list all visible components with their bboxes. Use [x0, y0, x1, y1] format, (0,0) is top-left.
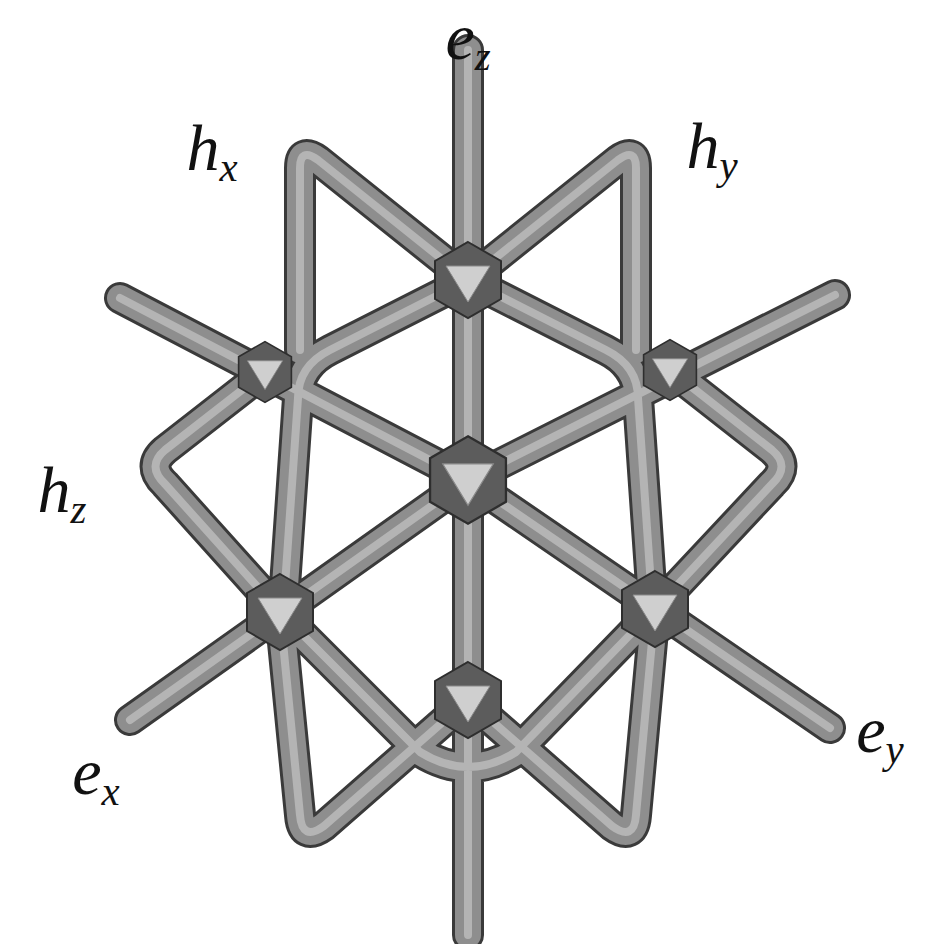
label-subscript: y [886, 727, 904, 772]
axis-label-box: ez [445, 4, 490, 70]
axis-label: ex [72, 735, 119, 808]
label-base: e [72, 735, 101, 808]
label-base: e [445, 0, 474, 73]
axis-label-box: ex [72, 739, 119, 805]
pipes [120, 50, 835, 935]
axis-label-box: hx [186, 115, 237, 181]
axis-label: hx [186, 111, 237, 184]
label-subscript: x [219, 145, 237, 190]
axis-label-box: hy [686, 113, 737, 179]
hubs [239, 242, 697, 738]
axis-label: hy [686, 109, 737, 182]
label-subscript: y [719, 143, 737, 188]
axis-label-box: hz [38, 457, 87, 523]
axis-label: ez [445, 0, 490, 73]
label-subscript: z [71, 487, 87, 532]
label-base: h [686, 109, 719, 182]
axis-label: ey [856, 693, 903, 766]
axis-label: hz [38, 453, 87, 526]
label-base: h [186, 111, 219, 184]
label-subscript: x [102, 769, 120, 814]
label-base: e [856, 693, 885, 766]
label-base: h [38, 453, 71, 526]
axis-label-box: ey [856, 697, 903, 763]
label-subscript: z [475, 34, 491, 79]
